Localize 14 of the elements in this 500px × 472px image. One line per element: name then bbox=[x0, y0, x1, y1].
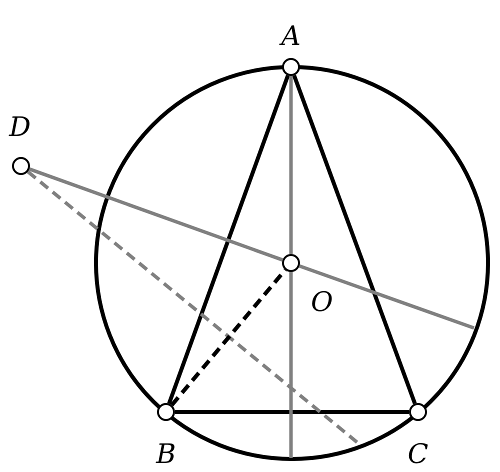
line-segment bbox=[28, 167, 284, 262]
line-segment bbox=[26, 170, 360, 444]
point-label: B bbox=[156, 440, 176, 470]
point-label: A bbox=[281, 22, 301, 52]
point-label: D bbox=[9, 113, 31, 143]
line-segment bbox=[289, 272, 293, 458]
line-segment bbox=[289, 76, 293, 254]
line-segment bbox=[167, 74, 290, 404]
line-segment bbox=[170, 268, 287, 406]
point-label: O bbox=[310, 288, 334, 318]
line-segment bbox=[292, 74, 417, 404]
point-label: C bbox=[408, 440, 428, 470]
line-segment bbox=[298, 264, 475, 330]
line-segment bbox=[175, 410, 409, 414]
